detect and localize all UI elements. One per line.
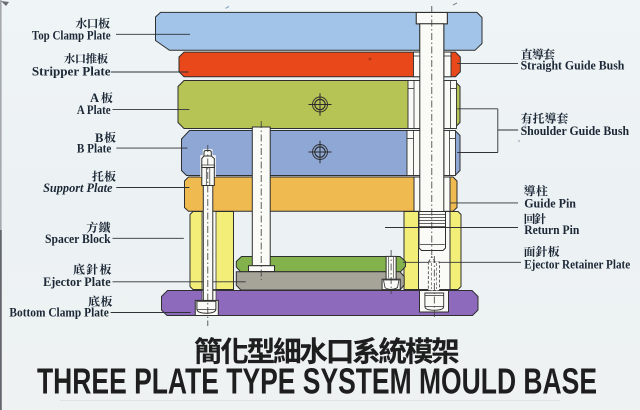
svg-text:Ejector Plate: Ejector Plate	[43, 275, 111, 289]
svg-text:Return Pin: Return Pin	[524, 223, 579, 237]
svg-text:B Plate: B Plate	[77, 141, 112, 155]
svg-text:Shoulder Guide Bush: Shoulder Guide Bush	[521, 124, 630, 138]
svg-text:Bottom Clamp Plate: Bottom Clamp Plate	[9, 306, 109, 320]
svg-text:Straight Guide Bush: Straight Guide Bush	[521, 59, 625, 73]
svg-text:B: B	[95, 131, 103, 145]
svg-text:Ejector Retainer Plate: Ejector Retainer Plate	[524, 258, 630, 272]
svg-text:THREE PLATE TYPE SYSTEM MOULD: THREE PLATE TYPE SYSTEM MOULD BASE	[37, 361, 597, 402]
svg-text:Stripper Plate: Stripper Plate	[32, 64, 111, 78]
svg-text:Guide Pin: Guide Pin	[524, 197, 576, 211]
svg-text:A Plate: A Plate	[77, 103, 111, 117]
svg-text:Spacer Block: Spacer Block	[45, 232, 111, 246]
svg-text:A: A	[90, 91, 99, 105]
svg-text:Top Clamp Plate: Top Clamp Plate	[32, 28, 111, 42]
svg-text:Support Plate: Support Plate	[43, 181, 113, 195]
